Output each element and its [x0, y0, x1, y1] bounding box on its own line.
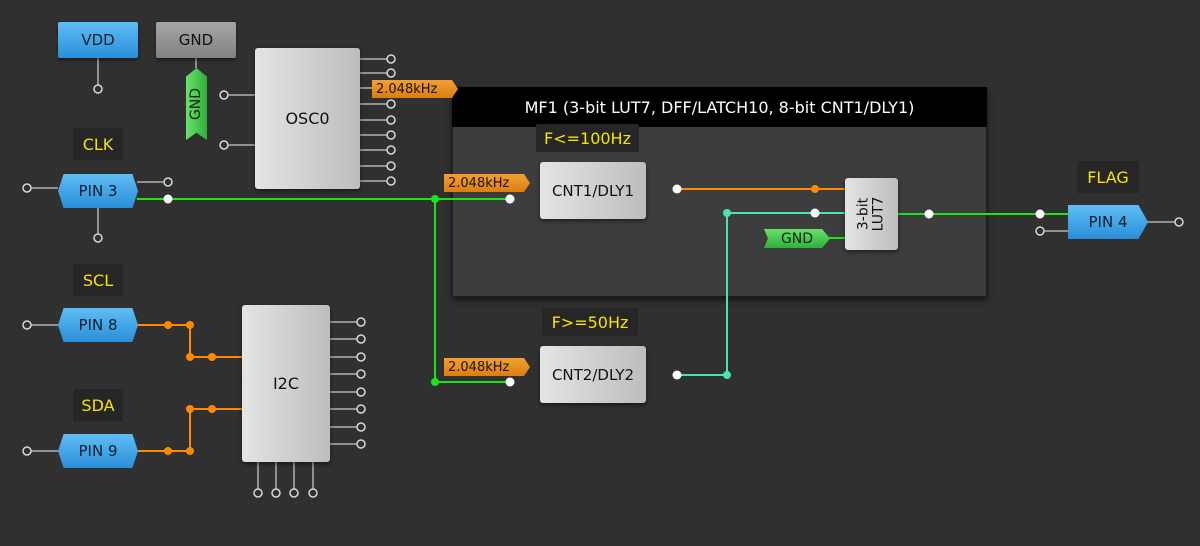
cnt2-label: CNT2/DLY2 [551, 365, 635, 384]
open-terminals [22, 54, 1184, 498]
gnd-vertical-label: GND [188, 87, 205, 121]
lut7-block[interactable]: 3-bit LUT7 [845, 178, 898, 250]
flag-signal-label: FLAG [1077, 161, 1139, 193]
sda-signal-label: SDA [73, 389, 123, 421]
cnt1-frequency-note: F<=100Hz [536, 124, 639, 152]
gnd-vertical-tag: GND [186, 68, 207, 140]
pin-4-button[interactable]: PIN 4 [1068, 205, 1148, 239]
cnt2-dly2-block[interactable]: CNT2/DLY2 [540, 346, 646, 403]
osc0-label: OSC0 [285, 109, 330, 128]
lut-gnd-tag: GND [764, 229, 830, 248]
cnt1-label: CNT1/DLY1 [551, 181, 635, 200]
cnt1-dly1-block[interactable]: CNT1/DLY1 [540, 162, 646, 219]
cnt2-frequency-note: F>=50Hz [542, 308, 638, 336]
i2c-label: I2C [272, 374, 300, 393]
scl-signal-label: SCL [73, 264, 123, 296]
mf1-title: MF1 (3-bit LUT7, DFF/LATCH10, 8-bit CNT1… [452, 87, 987, 127]
gnd-button[interactable]: GND [156, 22, 236, 58]
lut-size-label: 3-bit [855, 197, 872, 231]
vdd-button[interactable]: VDD [58, 22, 138, 58]
clk-signal-label: CLK [73, 128, 123, 160]
lut7-label: 3-bit LUT7 [855, 196, 887, 232]
lut-name-label: LUT7 [870, 196, 887, 232]
osc-frequency-tag: 2.048kHz [372, 80, 458, 98]
pin-9-button[interactable]: PIN 9 [58, 434, 138, 468]
pin-8-button[interactable]: PIN 8 [58, 308, 138, 342]
cnt1-frequency-tag: 2.048kHz [444, 174, 530, 192]
cnt2-frequency-tag: 2.048kHz [444, 358, 530, 376]
i2c-block[interactable]: I2C [242, 305, 330, 462]
osc0-block[interactable]: OSC0 [255, 48, 360, 189]
connected-terminals [163, 184, 1045, 455]
pin-3-button[interactable]: PIN 3 [58, 174, 138, 208]
